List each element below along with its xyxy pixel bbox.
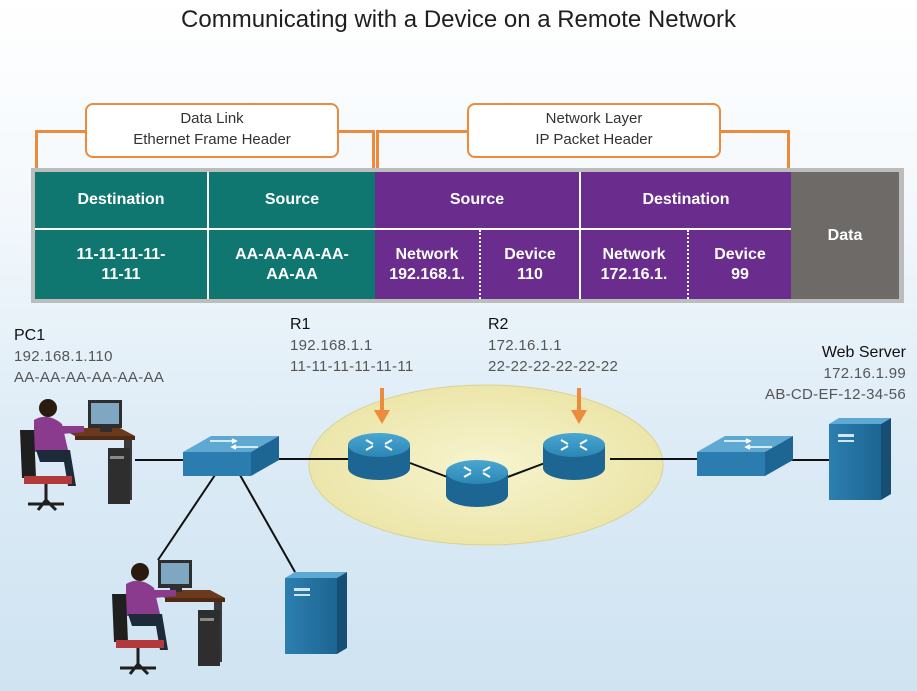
- ip-dest-device-value: 99: [731, 265, 749, 283]
- workstation-icon: [20, 399, 135, 512]
- r2-name: R2: [488, 316, 509, 333]
- router-icon: [446, 460, 508, 507]
- ip-dest-network-value: 172.16.1.: [600, 265, 668, 283]
- link-switch1-server2: [239, 474, 296, 573]
- network-layer-subtitle: IP Packet Header: [535, 131, 653, 148]
- data-link-callout: Data Link Ethernet Frame Header: [85, 103, 339, 158]
- r1-name: R1: [290, 316, 311, 333]
- pc1-name: PC1: [14, 327, 46, 344]
- data-link-subtitle: Ethernet Frame Header: [133, 131, 291, 148]
- r2-label: R2 172.16.1.1 22-22-22-22-22-22: [488, 314, 618, 377]
- ip-src-network: Network 192.168.1.: [375, 230, 479, 299]
- web-server-name: Web Server: [821, 344, 906, 361]
- links: [135, 458, 833, 573]
- r1-mac: 11-11-11-11-11-11: [290, 358, 414, 375]
- eth-src-header: Source: [209, 172, 375, 228]
- link-r1-r3: [409, 462, 451, 479]
- r2-mac: 22-22-22-22-22-22: [488, 358, 619, 375]
- ip-dest-device-label: Device: [714, 245, 766, 263]
- network-layer-title: Network Layer: [545, 110, 643, 127]
- switch-icon: [183, 436, 279, 476]
- workstation-icon: [112, 560, 225, 676]
- switch-icon: [697, 436, 793, 476]
- eth-dest-value: 11-11-11-11- 11-11: [35, 230, 209, 299]
- web-server-mac: AB-CD-EF-12-34-56: [765, 386, 906, 403]
- ip-src-device: Device 110: [479, 230, 581, 299]
- data-link-title: Data Link: [180, 110, 244, 127]
- server-icon: [285, 572, 347, 654]
- ip-src-network-value: 192.168.1.: [389, 265, 465, 283]
- ip-src-device-label: Device: [504, 245, 556, 263]
- r1-label: R1 192.168.1.1 11-11-11-11-11-11: [290, 314, 414, 377]
- arrow-down-icon: [571, 388, 587, 424]
- ip-dest-device: Device 99: [687, 230, 791, 299]
- link-r3-r2: [504, 462, 546, 479]
- header-table: Destination Source Source Destination Da…: [35, 172, 899, 299]
- ip-dest-network-label: Network: [602, 245, 666, 263]
- link-switch1-pc2: [157, 474, 216, 561]
- eth-dest-value-line1: 11-11-11-11-: [76, 245, 166, 263]
- ip-src-header: Source: [375, 172, 581, 228]
- network-layer-callout: Network Layer IP Packet Header: [467, 103, 721, 158]
- ip-src-network-label: Network: [395, 245, 459, 263]
- eth-src-value: AA-AA-AA-AA- AA-AA: [209, 230, 375, 299]
- pc1-label: PC1 192.168.1.110 AA-AA-AA-AA-AA-AA: [14, 325, 164, 388]
- r1-ip: 192.168.1.1: [290, 337, 373, 354]
- arrow-down-icon: [374, 388, 390, 424]
- ip-dest-network: Network 172.16.1.: [581, 230, 687, 299]
- web-server-label: Web Server 172.16.1.99 AB-CD-EF-12-34-56: [765, 342, 906, 405]
- web-server-ip: 172.16.1.99: [823, 365, 906, 382]
- eth-dest-value-line2: 11-11: [101, 265, 141, 283]
- diagram-title: Communicating with a Device on a Remote …: [181, 6, 736, 33]
- eth-dest-header: Destination: [35, 172, 209, 228]
- r2-ip: 172.16.1.1: [488, 337, 562, 354]
- row-separator: [35, 228, 791, 230]
- eth-src-value-line2: AA-AA: [266, 265, 318, 283]
- pc1-mac: AA-AA-AA-AA-AA-AA: [14, 369, 165, 386]
- data-cell: Data: [791, 172, 899, 299]
- router-icon: [543, 433, 605, 480]
- ip-dest-header: Destination: [581, 172, 791, 228]
- server-icon: [829, 418, 891, 500]
- eth-src-value-line1: AA-AA-AA-AA-: [235, 245, 349, 263]
- pc1-ip: 192.168.1.110: [14, 348, 113, 365]
- ip-src-device-value: 110: [517, 265, 543, 283]
- router-icon: [348, 433, 410, 480]
